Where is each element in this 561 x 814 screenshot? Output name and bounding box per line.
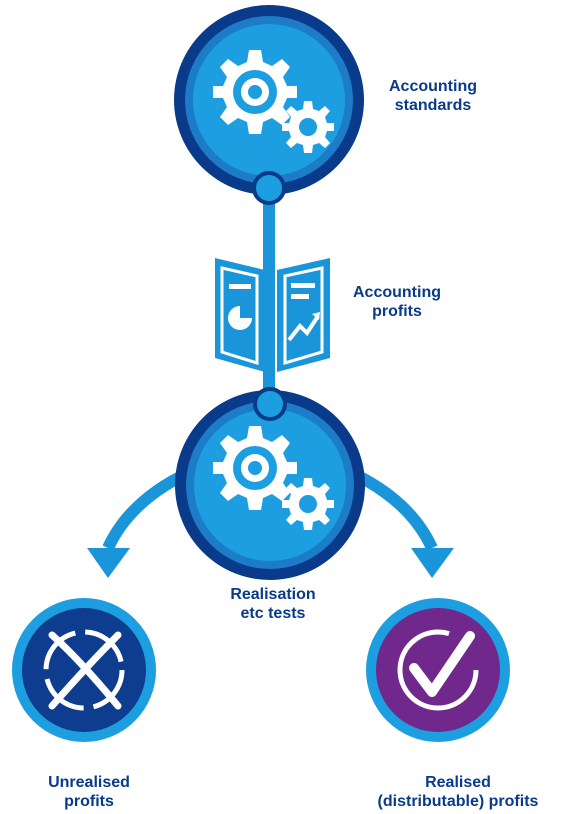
- label-line: (distributable) profits: [377, 793, 539, 810]
- label-line: etc tests: [240, 605, 306, 622]
- unrealised-profits-label: Unrealised profits: [14, 773, 164, 811]
- label-line: Accounting: [353, 284, 441, 301]
- label-line: Realised: [425, 774, 491, 791]
- connector-dot: [252, 171, 286, 205]
- label-line: Unrealised: [48, 774, 130, 791]
- checkmark-icon: [397, 629, 479, 711]
- connector-dot: [253, 387, 287, 421]
- accounting-profits-label: Accounting profits: [332, 283, 462, 321]
- connector-line: [263, 180, 275, 405]
- realisation-tests-label: Realisation etc tests: [198, 585, 348, 623]
- label-line: profits: [64, 793, 114, 810]
- realised-profits-label: Realised (distributable) profits: [358, 773, 558, 811]
- label-line: profits: [372, 303, 422, 320]
- accounting-standards-label: Accounting standards: [368, 77, 498, 115]
- unrealised-profits-node: [12, 598, 156, 742]
- realised-profits-node: [366, 598, 510, 742]
- label-line: Realisation: [230, 586, 316, 603]
- label-line: standards: [394, 97, 472, 114]
- cross-icon: [43, 629, 125, 711]
- label-line: Accounting: [389, 78, 477, 95]
- report-chart-icon: [215, 258, 330, 372]
- realisation-tests-node: [175, 387, 365, 580]
- accounting-standards-node: [174, 5, 364, 205]
